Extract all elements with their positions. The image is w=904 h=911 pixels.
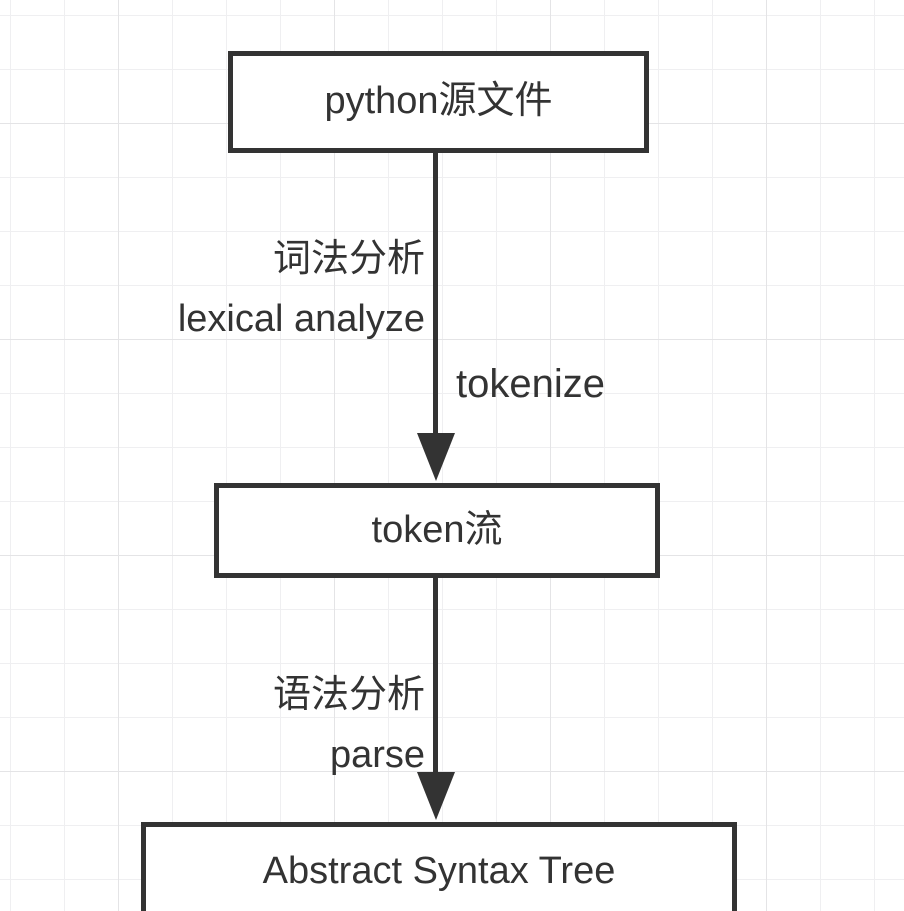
edge-lexical-analyze-label-cn: 词法分析 <box>272 238 425 280</box>
arrowhead-down-icon <box>417 433 455 481</box>
node-token-stream-label: token流 <box>371 508 503 551</box>
edge-parse-line[interactable] <box>433 578 438 774</box>
node-python-source-file-label: python源文件 <box>324 80 553 123</box>
edge-parse-label-en: parse <box>329 734 425 776</box>
edge-lexical-analyze-line[interactable] <box>433 153 438 435</box>
edge-parse-label: 语法分析 parse <box>80 665 425 785</box>
edge-lexical-analyze-label-en: lexical analyze <box>177 298 425 340</box>
arrowhead-down-icon <box>417 772 455 820</box>
edge-lexical-analyze-label: 词法分析 lexical analyze <box>80 229 425 349</box>
node-token-stream[interactable]: token流 <box>214 483 660 578</box>
node-abstract-syntax-tree[interactable]: Abstract Syntax Tree <box>141 822 737 911</box>
edge-tokenize-label: tokenize <box>456 362 605 406</box>
edge-parse-label-cn: 语法分析 <box>272 674 425 716</box>
node-python-source-file[interactable]: python源文件 <box>228 51 649 153</box>
node-abstract-syntax-tree-label: Abstract Syntax Tree <box>262 850 616 893</box>
